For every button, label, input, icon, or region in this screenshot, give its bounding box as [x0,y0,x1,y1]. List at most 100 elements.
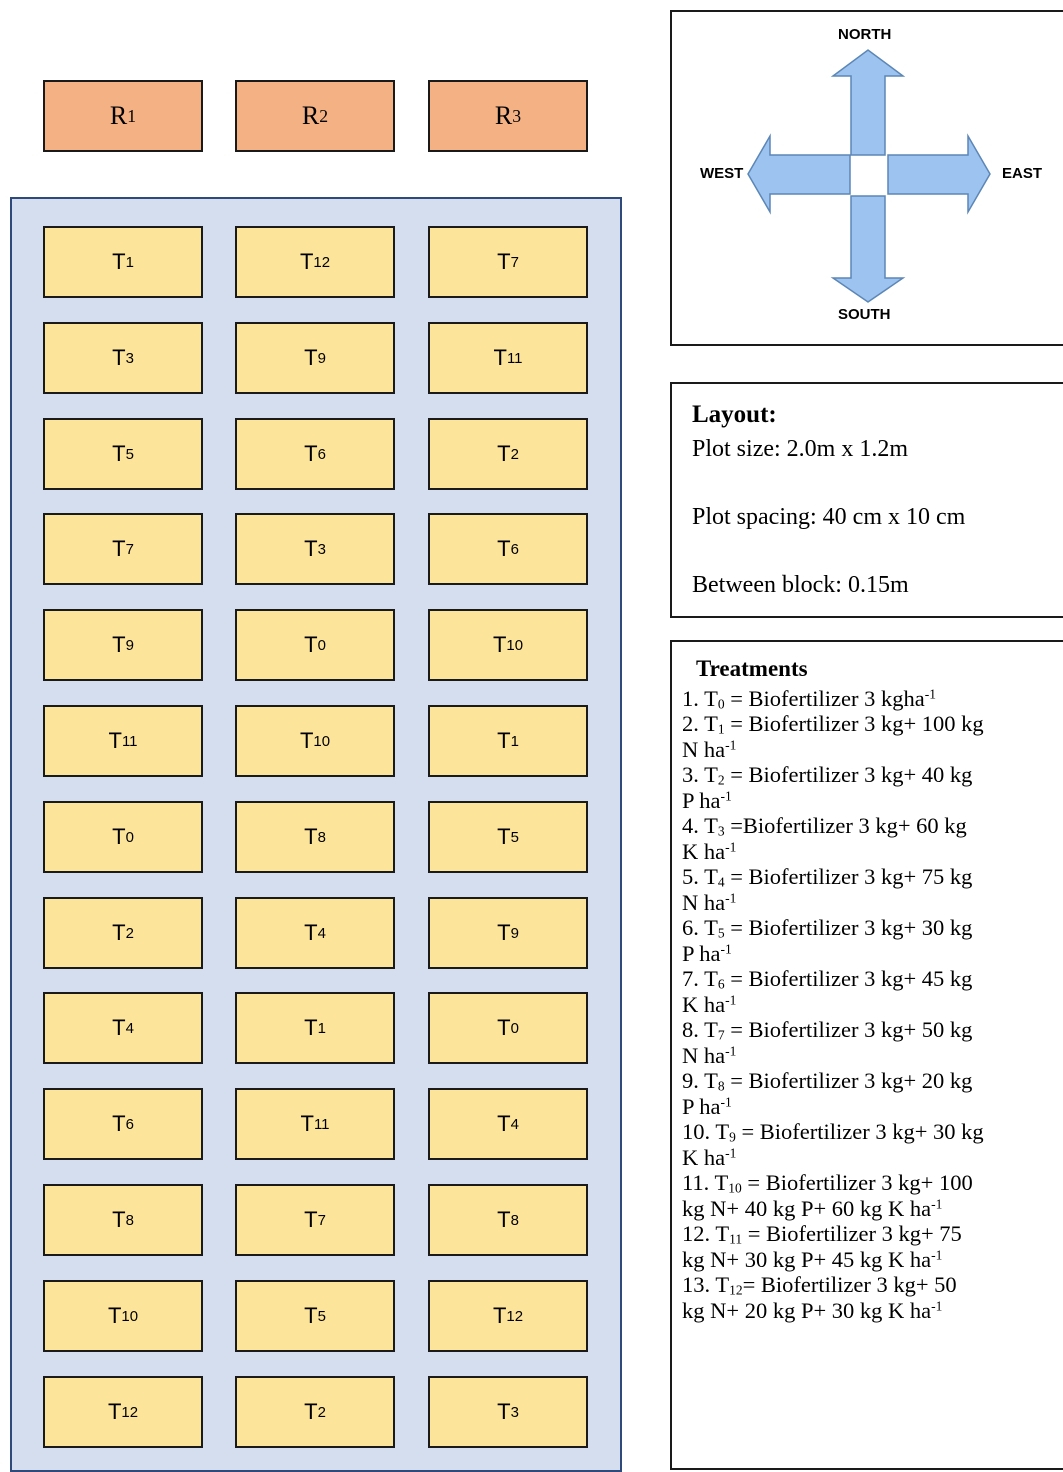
treatment-text: kg N+ 20 kg P+ 30 kg K ha [682,1297,932,1323]
treatment-text: 9. T [682,1068,718,1093]
treatment-text: = Biofertilizer 3 kg+ 75 kg [724,864,973,889]
treatment-subscript: 6 [717,976,725,992]
treatment-superscript: -1 [720,788,732,804]
treatment-text: P ha [682,787,721,813]
north-arrow-icon [830,49,906,156]
plot-treatment-subscript: 12 [121,1403,139,1421]
treatment-text: 6. T [682,915,718,940]
treatment-text: 11. T [682,1170,729,1195]
plot-treatment-subscript: 3 [125,349,134,367]
plot-treatment-subscript: 4 [125,1019,134,1037]
treatment-superscript: -1 [725,1145,737,1161]
treatment-subscript: 12 [729,1282,743,1298]
treatment-text: N ha [682,736,726,762]
treatment-text: 3. T [682,762,718,787]
plot-treatment-subscript: 11 [121,732,138,750]
north-label: NORTH [838,26,892,43]
treatment-line: 6. T5 = Biofertilizer 3 kg+ 30 kg [682,915,1063,941]
plot-treatment-label: T [112,1207,126,1232]
treatment-text: P ha [682,1093,721,1119]
treatment-text: K ha [682,991,726,1017]
plot-treatment-label: T [299,728,314,753]
plot-treatment-subscript: 9 [317,349,326,367]
plot-treatment-subscript: 5 [125,445,134,463]
treatment-text: = Biofertilizer 3 kg+ 50 [742,1272,957,1297]
treatment-superscript: -1 [725,992,737,1008]
treatment-line: N ha-1 [682,1043,1063,1069]
treatment-subscript: 2 [717,772,725,788]
plot-treatment-label: T [112,1015,126,1040]
treatment-line: 5. T4 = Biofertilizer 3 kg+ 75 kg [682,864,1063,890]
treatment-text: kg N+ 40 kg P+ 60 kg K ha [682,1195,932,1221]
plot-treatment-label: T [112,441,126,466]
south-arrow-icon [830,195,906,303]
treatment-superscript: -1 [725,1043,737,1059]
plot-treatment-label: T [112,345,126,370]
between-block-text: Between block: 0.15m [692,572,909,598]
plot-treatment-subscript: 0 [125,828,134,846]
plot-treatment-label: T [108,728,122,753]
treatment-superscript: -1 [720,941,732,957]
plot-treatment-label: T [304,1399,318,1424]
plot-treatment-label: T [497,1399,511,1424]
plot-treatment-label: T [112,1111,126,1136]
plot-treatment-label: T [112,920,126,945]
treatment-line: kg N+ 40 kg P+ 60 kg K ha-1 [682,1196,1063,1222]
treatment-text: = Biofertilizer 3 kg+ 30 kg [735,1119,984,1144]
treatment-line: K ha-1 [682,992,1063,1018]
treatment-line: 3. T2 = Biofertilizer 3 kg+ 40 kg [682,762,1063,788]
plot-treatment-label: T [304,824,318,849]
treatment-text: P ha [682,940,721,966]
treatment-subscript: 5 [717,925,725,941]
plot-treatment-subscript: 3 [317,540,326,558]
plot-treatment-subscript: 1 [317,1019,326,1037]
treatment-line: K ha-1 [682,1145,1063,1171]
plot-treatment-label: T [497,1111,511,1136]
plot-treatment-subscript: 10 [506,636,524,654]
south-label: SOUTH [838,306,891,323]
treatment-superscript: -1 [924,686,936,702]
treatment-text: =Biofertilizer 3 kg+ 60 kg [724,813,967,838]
treatment-superscript: -1 [931,1298,943,1314]
treatment-subscript: 3 [717,823,725,839]
plot-treatment-subscript: 1 [125,253,134,271]
treatment-text: 5. T [682,864,718,889]
plot-treatment-subscript: 2 [317,1403,326,1421]
treatment-text: = Biofertilizer 3 kg+ 30 kg [724,915,973,940]
plot-treatment-label: T [107,1303,122,1328]
plot-treatment-label: T [497,920,511,945]
treatment-line: P ha-1 [682,788,1063,814]
treatment-text: K ha [682,1144,726,1170]
compass-arrows [747,49,991,303]
treatment-line: 7. T6 = Biofertilizer 3 kg+ 45 kg [682,966,1063,992]
plot-treatment-label: T [492,632,507,657]
plot-treatment-subscript: 7 [510,253,519,271]
treatment-text: = Biofertilizer 3 kg+ 100 kg [724,711,984,736]
treatment-superscript: -1 [725,890,737,906]
replication-label: R [494,101,513,130]
plot-treatment-subscript: 7 [317,1211,326,1229]
treatment-text: kg N+ 30 kg P+ 45 kg K ha [682,1246,932,1272]
treatment-line: N ha-1 [682,890,1063,916]
treatment-superscript: -1 [931,1247,943,1263]
